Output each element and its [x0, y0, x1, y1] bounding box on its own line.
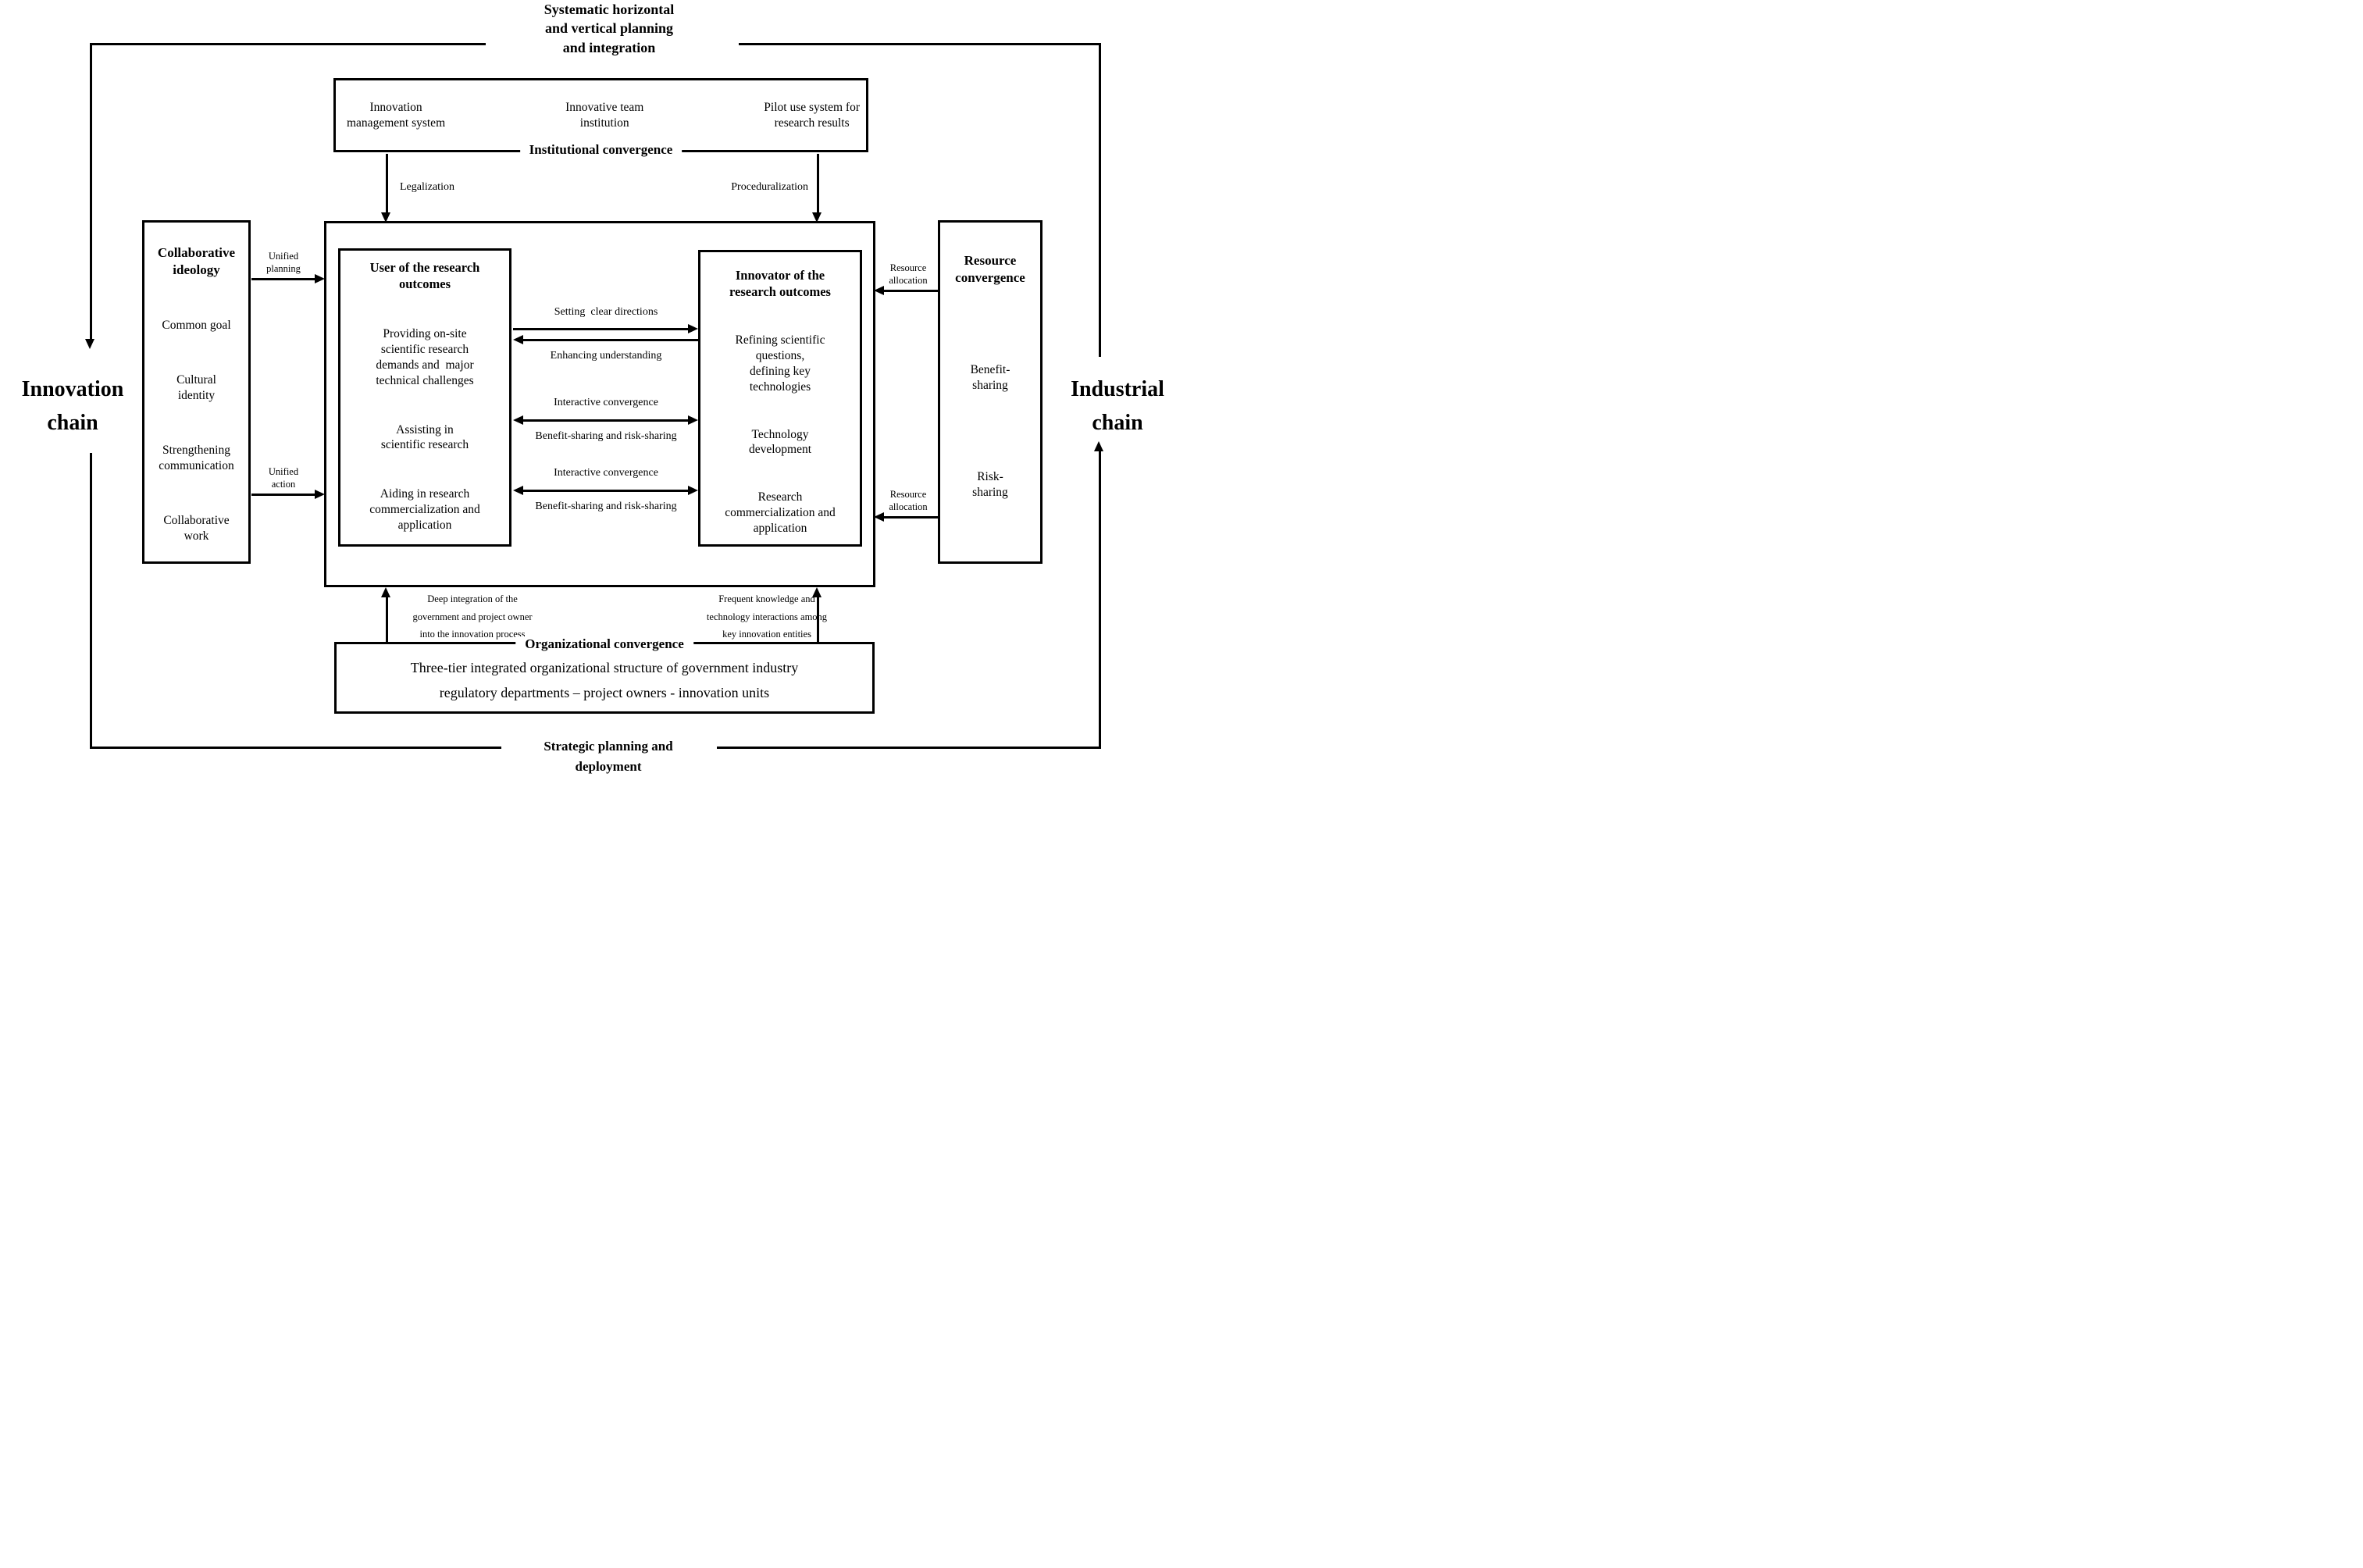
institutional-item: Innovation management system [347, 100, 446, 130]
interactive-convergence-arrow-line [523, 490, 689, 492]
user-box-item: Providing on-site scientific research de… [376, 327, 474, 387]
benefit-risk-sharing-label: Benefit-sharing and risk-sharing [535, 430, 677, 442]
resource-convergence-box: Resource convergence Benefit- sharing Ri… [938, 220, 1042, 564]
unified-planning-arrow-line [251, 278, 315, 280]
frequent-knowledge-label: Frequent knowledge and technology intera… [706, 593, 828, 640]
arrow-right-icon [315, 490, 325, 499]
arrow-up-icon [1094, 441, 1103, 451]
organizational-body-text: Three-tier integrated organizational str… [410, 660, 799, 700]
resource-allocation-arrow-line [884, 290, 939, 292]
resource-item: Risk- sharing [972, 470, 1008, 500]
collaborative-ideology-title: Collaborative ideology [157, 245, 236, 277]
industrial-chain-line-upper [1099, 43, 1101, 357]
enhancing-understanding-arrow-line [523, 339, 698, 341]
collaborative-item: Collaborative work [163, 514, 230, 543]
arrow-left-icon [513, 415, 523, 425]
organizational-convergence-edge-label: Organizational convergence [515, 636, 693, 652]
innovation-chain-line-upper [90, 43, 92, 340]
unified-action-arrow-line [251, 494, 315, 496]
top-title: Systematic horizontal and vertical plann… [504, 0, 715, 57]
resource-convergence-title: Resource convergence [955, 253, 1025, 285]
arrow-down-icon [85, 339, 94, 349]
interactive-convergence-arrow-line [523, 419, 689, 422]
deep-integration-label: Deep integration of the government and p… [412, 593, 533, 640]
user-of-research-outcomes-box: User of the research outcomes Providing … [338, 248, 511, 547]
arrow-left-icon [874, 286, 884, 295]
benefit-risk-sharing-label: Benefit-sharing and risk-sharing [535, 501, 677, 512]
user-box-item: Assisting in scientific research [380, 422, 469, 452]
organizational-convergence-box: Organizational convergence Three-tier in… [334, 636, 875, 714]
institutional-convergence-edge-label: Institutional convergence [519, 142, 683, 158]
collaborative-item: Strengthening communication [159, 444, 234, 472]
bottom-frame-line-right [717, 747, 1101, 749]
collaborative-ideology-box: Collaborative ideology Common goal Cultu… [142, 220, 251, 564]
user-box-title: User of the research outcomes [369, 260, 480, 291]
institutional-item: Pilot use system for research results [764, 100, 860, 130]
resource-item: Benefit- sharing [970, 362, 1010, 392]
resource-allocation-label: Resource allocation [889, 262, 928, 287]
institutional-convergence-box: Innovation management system Innovative … [333, 78, 868, 158]
innovator-box-title: Innovator of the research outcomes [729, 268, 831, 299]
resource-allocation-arrow-line [884, 516, 939, 519]
collaborative-item: Cultural identity [176, 372, 216, 402]
institutional-item: Innovative team institution [565, 100, 644, 130]
industrial-chain-line-lower [1099, 451, 1101, 749]
proceduralization-label: Proceduralization [731, 181, 808, 193]
bottom-caption: Strategic planning and deployment [501, 736, 715, 776]
innovator-of-research-outcomes-box: Innovator of the research outcomes Refin… [698, 250, 862, 547]
resource-allocation-label: Resource allocation [889, 489, 928, 513]
unified-planning-label: Unified planning [266, 251, 301, 275]
enhancing-understanding-label: Enhancing understanding [550, 350, 662, 362]
interactive-convergence-label: Interactive convergence [554, 397, 658, 408]
setting-clear-directions-arrow-line [513, 328, 690, 330]
interactive-convergence-label: Interactive convergence [554, 467, 658, 479]
arrow-right-icon [315, 274, 325, 283]
diagram-canvas: Systematic horizontal and vertical plann… [0, 0, 1182, 784]
org-left-arrow-line [386, 597, 388, 642]
arrow-down-icon [381, 212, 390, 223]
unified-action-label: Unified action [268, 466, 299, 490]
arrow-up-icon [812, 587, 822, 597]
arrow-left-icon [513, 335, 523, 344]
setting-clear-directions-label: Setting clear directions [554, 306, 658, 318]
innovation-chain-label: Innovation chain [21, 377, 124, 436]
arrow-right-icon [688, 324, 698, 333]
innovator-box-item: Refining scientific questions, defining … [735, 333, 825, 394]
legalization-arrow-line [386, 154, 388, 213]
innovator-box-item: Research commercialization and applicati… [725, 490, 836, 536]
top-frame-line-right [739, 43, 1101, 45]
arrow-up-icon [381, 587, 390, 597]
user-box-item: Aiding in research commercialization and… [369, 487, 480, 533]
collaborative-item: Common goal [162, 318, 231, 332]
industrial-chain-label: Industrial chain [1071, 377, 1164, 436]
legalization-label: Legalization [400, 181, 454, 193]
arrow-right-icon [688, 486, 698, 495]
arrow-down-icon [812, 212, 822, 223]
arrow-left-icon [513, 486, 523, 495]
innovator-box-item: Technology development [748, 427, 812, 457]
arrow-right-icon [688, 415, 698, 425]
bottom-frame-line-left [91, 747, 501, 749]
org-right-arrow-line [817, 597, 819, 642]
top-frame-line-left [91, 43, 486, 45]
innovation-chain-line-lower [90, 453, 92, 749]
arrow-left-icon [874, 512, 884, 522]
proceduralization-arrow-line [817, 154, 819, 213]
